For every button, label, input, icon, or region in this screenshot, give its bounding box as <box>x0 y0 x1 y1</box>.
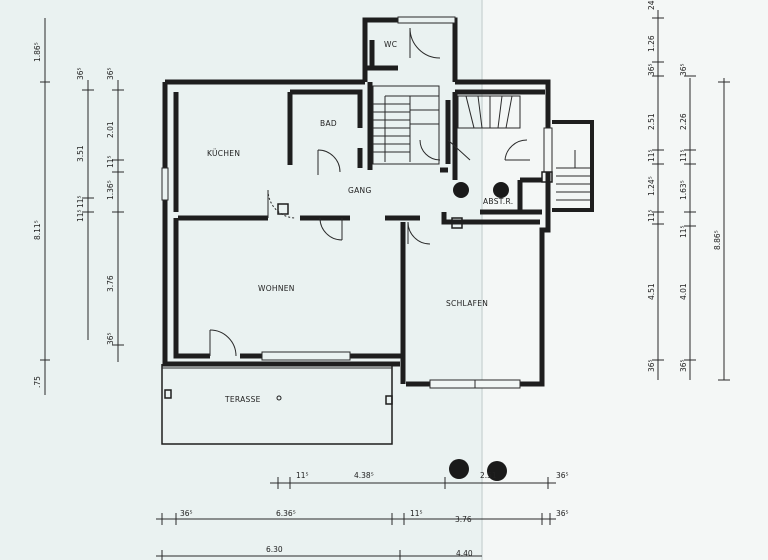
dim-right-col2-0: 36⁵ <box>679 63 688 76</box>
dimension-labels-right: 24 1.26 36⁵ 2.51 11⁵ 1.24⁵ 11⁵ 4.51 36⁵ … <box>647 0 722 372</box>
dim-left-outer-1: 8.11⁵ <box>33 220 42 240</box>
dimension-labels-left: 1.86⁵ 8.11⁵ .75 36⁵ 3.51 11⁵ 11⁵ 36⁵ 2.0… <box>33 42 115 388</box>
room-label-wc: WC <box>384 40 397 49</box>
dim-left-middle-3: 11⁵ <box>76 209 85 222</box>
staircase-right <box>457 95 521 129</box>
room-label-abstr: ABST.R. <box>483 197 513 206</box>
dim-left-middle-0: 36⁵ <box>76 67 85 80</box>
dim-right-col2-6: 36⁵ <box>679 359 688 372</box>
wall-details <box>164 171 553 405</box>
room-label-terrasse: TERASSE <box>224 395 261 404</box>
windows <box>161 16 553 389</box>
dim-right-col1-6: 4.51 <box>647 283 656 300</box>
room-label-gang: GANG <box>348 186 372 195</box>
staircase-left <box>372 85 440 165</box>
dim-left-inner-2: 11⁵ <box>106 155 115 168</box>
room-label-kuechen: KÜCHEN <box>207 149 240 158</box>
dim-bottom-row1-0: 11⁵ <box>296 471 309 480</box>
ink-marks <box>449 182 509 481</box>
dim-right-col2-4: 11⁵ <box>679 225 688 238</box>
dimension-lines-left <box>40 18 124 395</box>
dimension-lines-right <box>652 10 730 381</box>
dim-left-inner-1: 2.01 <box>106 121 115 138</box>
room-label-wohnen: WOHNEN <box>258 284 295 293</box>
dim-right-col1-5: 11⁵ <box>647 209 656 222</box>
dim-bottom-row2-4: 36⁵ <box>556 509 569 518</box>
dim-left-inner-0: 36⁵ <box>106 67 115 80</box>
dim-bottom-row2-0: 36⁵ <box>180 509 193 518</box>
dim-right-col1-1: 36⁵ <box>647 63 656 76</box>
dim-right-col1-3: 11⁵ <box>647 149 656 162</box>
dim-left-middle-1: 3.51 <box>76 145 85 162</box>
outdoor-stairs <box>552 120 594 212</box>
dim-right-col1-7: 36⁵ <box>647 359 656 372</box>
dimension-labels-bottom: 11⁵ 4.38⁵ 2.51 36⁵ 36⁵ 6.36⁵ 11⁵ 3.76 36… <box>180 471 569 558</box>
dim-right-col3-0: 8.86⁵ <box>713 230 722 250</box>
terrace <box>161 364 393 445</box>
dim-left-inner-5: 36⁵ <box>106 332 115 345</box>
dimension-lines-bottom <box>156 477 556 560</box>
dim-left-inner-4: 3.76 <box>106 275 115 292</box>
dim-right-col2-5: 4.01 <box>679 283 688 300</box>
dim-bottom-row2-1: 6.36⁵ <box>276 509 296 518</box>
dim-left-outer-2: .75 <box>33 376 42 388</box>
room-label-schlafen: SCHLAFEN <box>446 299 488 308</box>
dim-left-middle-2: 11⁵ <box>76 195 85 208</box>
dim-right-top: 24 <box>647 0 656 10</box>
dim-bottom-row1-1: 4.38⁵ <box>354 471 374 480</box>
dim-bottom-row3-1: 4.40 <box>456 549 473 558</box>
room-label-bad: BAD <box>320 119 337 128</box>
dim-bottom-row2-2: 11⁵ <box>410 509 423 518</box>
dim-bottom-row3-0: 6.30 <box>266 545 283 554</box>
dim-right-col1-0: 1.26 <box>647 35 656 52</box>
dim-left-inner-3: 1.36⁵ <box>106 180 115 200</box>
dim-bottom-row1-3: 36⁵ <box>556 471 569 480</box>
dim-right-col2-3: 1.63⁵ <box>679 180 688 200</box>
dim-bottom-row1-2: 2.51 <box>480 471 497 480</box>
dim-right-col2-2: 11⁵ <box>679 149 688 162</box>
walls <box>162 17 551 387</box>
dim-right-col1-2: 2.51 <box>647 113 656 130</box>
dim-right-col1-4: 1.24⁵ <box>647 176 656 196</box>
dim-left-outer-0: 1.86⁵ <box>33 42 42 62</box>
dim-bottom-row2-3: 3.76 <box>455 515 472 524</box>
dim-right-col2-1: 2.26 <box>679 113 688 130</box>
doors <box>209 27 530 357</box>
